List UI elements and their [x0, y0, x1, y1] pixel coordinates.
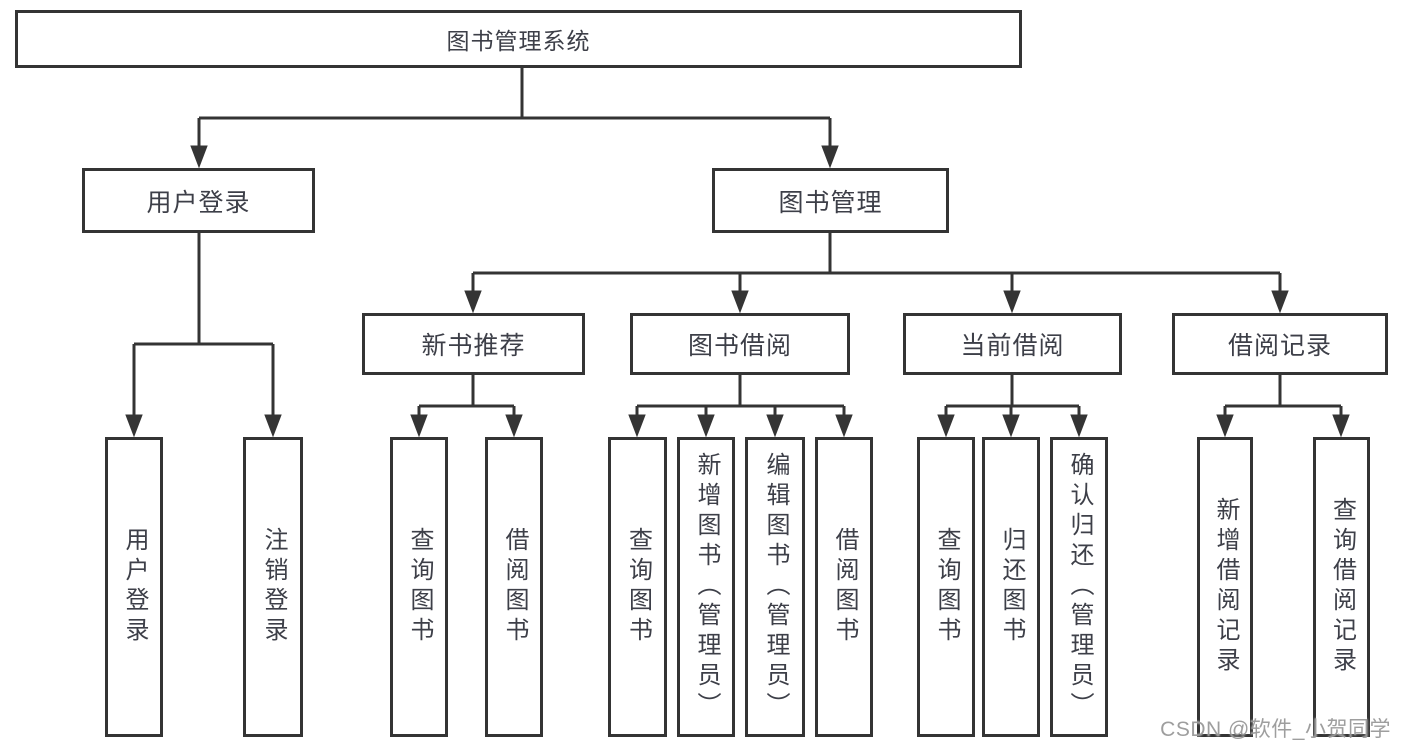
node-label: 查询图书: [933, 527, 960, 647]
node-label: 编辑图书（管理员）: [762, 452, 789, 722]
node-book-borrowing: 图书借阅: [630, 313, 850, 375]
csdn-watermark: CSDN @软件_小贺同学: [1160, 718, 1391, 741]
node-label: 用户登录: [146, 188, 251, 217]
node-current-borrowing: 当前借阅: [903, 313, 1122, 375]
leaf-borrow-books-recommend: 借阅图书: [485, 437, 543, 737]
leaf-confirm-return-admin: 确认归还（管理员）: [1050, 437, 1108, 737]
leaf-add-books-admin: 新增图书（管理员）: [677, 437, 735, 737]
node-library-management-system: 图书管理系统: [15, 10, 1022, 68]
node-label: 借阅图书: [831, 527, 858, 647]
node-label: 查询借阅记录: [1328, 497, 1356, 677]
node-new-book-recommendation: 新书推荐: [362, 313, 585, 375]
node-label: 借阅图书: [501, 527, 528, 647]
node-label: 新增借阅记录: [1212, 497, 1239, 677]
node-label: 用户登录: [121, 527, 148, 647]
node-label: 归还图书: [998, 527, 1025, 647]
leaf-query-books-current: 查询图书: [917, 437, 975, 737]
leaf-query-books-borrow: 查询图书: [608, 437, 667, 737]
leaf-query-books-recommend: 查询图书: [390, 437, 448, 737]
node-label: 确认归还（管理员）: [1066, 452, 1093, 722]
leaf-return-books: 归还图书: [982, 437, 1040, 737]
node-label: 新增图书（管理员）: [693, 452, 720, 722]
node-label: 查询图书: [406, 527, 433, 647]
node-label: 当前借阅: [960, 332, 1065, 360]
node-label: 图书借阅: [687, 332, 792, 360]
leaf-borrow-books: 借阅图书: [815, 437, 873, 737]
leaf-logout: 注销登录: [243, 437, 303, 737]
leaf-add-borrow-record: 新增借阅记录: [1197, 437, 1253, 737]
leaf-user-login: 用户登录: [105, 437, 163, 737]
node-user-login-branch: 用户登录: [82, 168, 315, 233]
node-label: 注销登录: [260, 527, 287, 647]
node-label: 查询图书: [624, 527, 652, 647]
node-label: 借阅记录: [1227, 332, 1332, 360]
node-label: 图书管理: [778, 188, 883, 217]
leaf-edit-books-admin: 编辑图书（管理员）: [745, 437, 805, 737]
node-label: 图书管理系统: [446, 28, 591, 54]
leaf-query-borrow-record: 查询借阅记录: [1313, 437, 1370, 737]
node-book-management-branch: 图书管理: [712, 168, 949, 233]
node-label: 新书推荐: [421, 332, 526, 360]
node-borrowing-records: 借阅记录: [1172, 313, 1388, 375]
